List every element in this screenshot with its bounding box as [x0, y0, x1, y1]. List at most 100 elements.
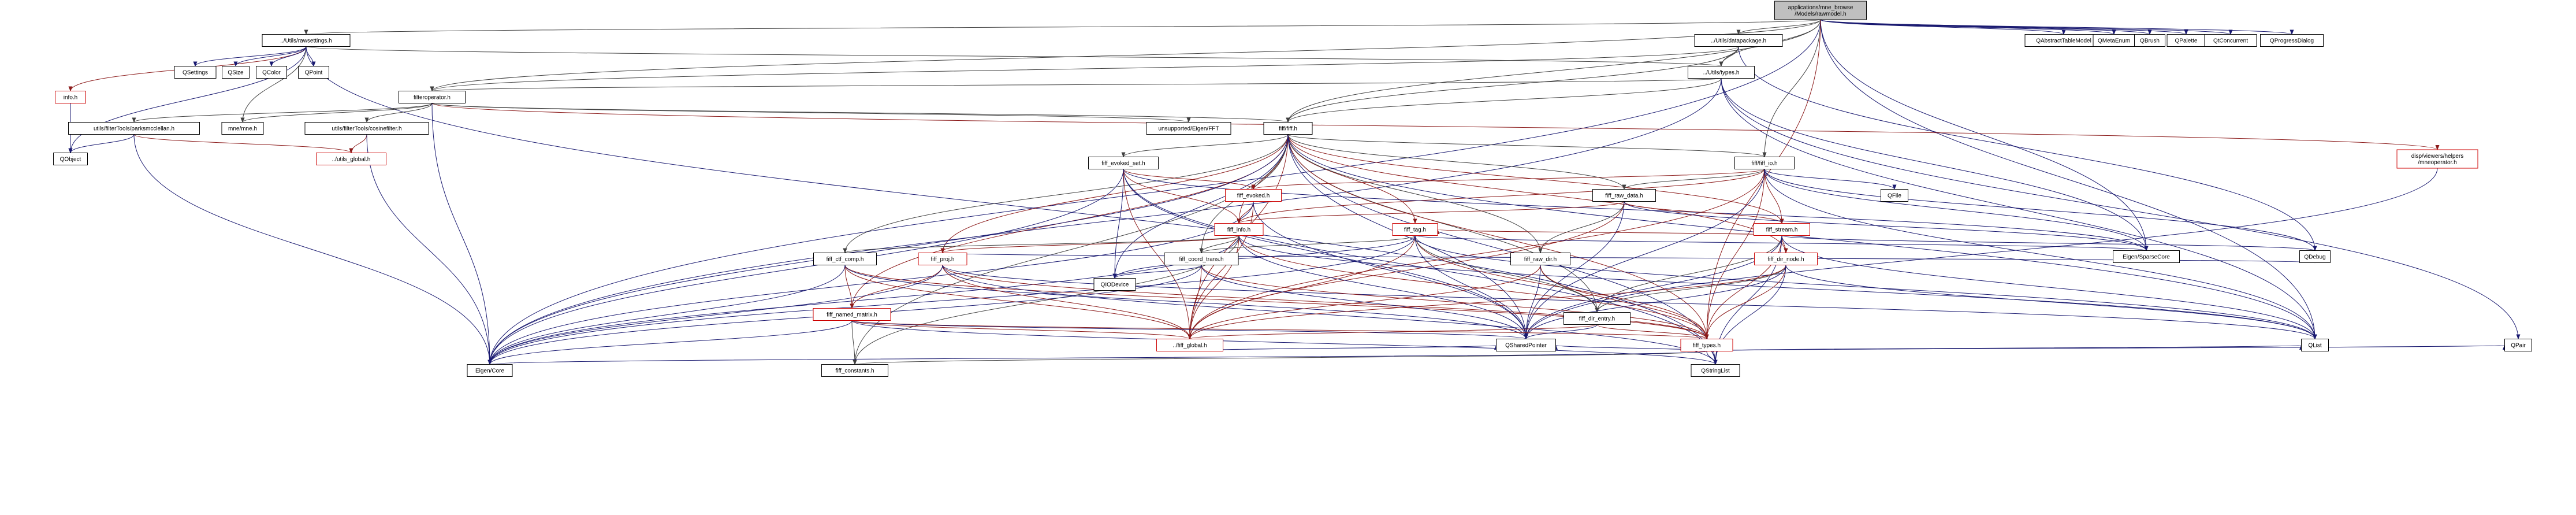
node-fiff_constants[interactable]: fiff_constants.h — [821, 364, 888, 377]
node-qpoint[interactable]: QPoint — [298, 66, 329, 79]
node-qpair[interactable]: QPair — [2504, 339, 2532, 351]
node-fiff_types[interactable]: fiff_types.h — [1680, 339, 1733, 351]
node-eigen_sparsecore[interactable]: Eigen/SparseCore — [2113, 250, 2180, 263]
node-box-fiff_io[interactable] — [1734, 157, 1795, 169]
node-box-fiff_constants[interactable] — [821, 364, 888, 377]
node-box-qsize[interactable] — [222, 66, 250, 79]
node-box-unsupported_fft[interactable] — [1146, 122, 1231, 135]
node-box-utils_global[interactable] — [316, 153, 386, 165]
node-box-fiff_named_matrix[interactable] — [813, 308, 891, 321]
node-qbrush[interactable]: QBrush — [2134, 34, 2165, 47]
node-qsize[interactable]: QSize — [222, 66, 250, 79]
node-box-fiff_ctf_comp[interactable] — [813, 253, 877, 265]
node-box-datapackage[interactable] — [1694, 34, 1783, 47]
node-qpalette[interactable]: QPalette — [2166, 34, 2206, 47]
node-box-qlist[interactable] — [2301, 339, 2329, 351]
edge-fiff_h-to-fiff_types — [1287, 134, 1709, 340]
node-box-utils_types[interactable] — [1688, 66, 1755, 79]
node-fiff_named_matrix[interactable]: fiff_named_matrix.h — [813, 308, 891, 321]
node-utils_global[interactable]: ../utils_global.h — [316, 153, 386, 165]
node-box-fiff_evoked[interactable] — [1225, 189, 1282, 202]
node-qabstracttablemodel[interactable]: QAbstractTableModel — [2024, 34, 2103, 47]
node-qprogressdialog[interactable]: QProgressDialog — [2260, 34, 2324, 47]
node-fiff_tag[interactable]: fiff_tag.h — [1392, 223, 1438, 236]
node-box-fiff_info[interactable] — [1214, 223, 1264, 236]
node-fiff_h[interactable]: fiff/fiff.h — [1263, 122, 1313, 135]
node-box-fiff_tag[interactable] — [1392, 223, 1438, 236]
node-box-qbrush[interactable] — [2134, 34, 2165, 47]
node-parksmcclellan[interactable]: utils/filterTools/parksmcclellan.h — [68, 122, 200, 135]
node-box-fiff_types[interactable] — [1680, 339, 1733, 351]
node-filteroperator[interactable]: filteroperator.h — [399, 91, 466, 103]
node-box-fiff_raw_dir[interactable] — [1510, 253, 1570, 265]
node-eigen_core[interactable]: Eigen/Core — [467, 364, 513, 377]
edge-fiff_io-to-fiff_evoked — [1251, 169, 1765, 190]
node-fiff_raw_data[interactable]: fiff_raw_data.h — [1592, 189, 1656, 202]
node-rawsettings[interactable]: ../Utils/rawsettings.h — [262, 34, 351, 47]
node-box-qfile[interactable] — [1881, 189, 1908, 202]
node-datapackage[interactable]: ../Utils/datapackage.h — [1694, 34, 1783, 47]
node-utils_types[interactable]: ../Utils/types.h — [1688, 66, 1755, 79]
node-box-fiff_h[interactable] — [1263, 122, 1313, 135]
node-box-cosinefilter[interactable] — [304, 122, 429, 135]
node-box-qdebug[interactable] — [2299, 250, 2331, 263]
node-qobject[interactable]: QObject — [53, 153, 88, 165]
node-fiff_raw_dir[interactable]: fiff_raw_dir.h — [1510, 253, 1570, 265]
node-box-mne_h[interactable] — [221, 122, 264, 135]
node-box-fiff_stream[interactable] — [1754, 223, 1810, 236]
node-box-filteroperator[interactable] — [399, 91, 466, 103]
node-box-qiodevice[interactable] — [1093, 278, 1136, 291]
node-fiff_evoked[interactable]: fiff_evoked.h — [1225, 189, 1282, 202]
node-box-rawsettings[interactable] — [262, 34, 351, 47]
node-fiff_proj[interactable]: fiff_proj.h — [918, 253, 967, 265]
node-fiff_global[interactable]: ../fiff_global.h — [1156, 339, 1223, 351]
node-box-fiff_evoked_set[interactable] — [1088, 157, 1159, 169]
node-box-root[interactable] — [1774, 1, 1867, 20]
node-qmetaenum[interactable]: QMetaEnum — [2093, 34, 2135, 47]
node-qtconcurrent[interactable]: QtConcurrent — [2204, 34, 2257, 47]
node-box-qcolor[interactable] — [256, 66, 287, 79]
node-fiff_evoked_set[interactable]: fiff_evoked_set.h — [1088, 157, 1159, 169]
node-box-qobject[interactable] — [53, 153, 88, 165]
node-fiff_coord_trans[interactable]: fiff_coord_trans.h — [1164, 253, 1239, 265]
node-box-mneoperator[interactable] — [2396, 149, 2478, 169]
node-fiff_io[interactable]: fiff/fiff_io.h — [1734, 157, 1795, 169]
node-box-eigen_sparsecore[interactable] — [2113, 250, 2180, 263]
node-qlist[interactable]: QList — [2301, 339, 2329, 351]
node-box-qsettings[interactable] — [174, 66, 217, 79]
node-box-qsharedpointer[interactable] — [1496, 339, 1556, 351]
node-fiff_dir_node[interactable]: fiff_dir_node.h — [1754, 253, 1818, 265]
node-qsettings[interactable]: QSettings — [174, 66, 217, 79]
node-qcolor[interactable]: QColor — [256, 66, 287, 79]
node-unsupported_fft[interactable]: unsupported/Eigen/FFT — [1146, 122, 1231, 135]
node-mneoperator[interactable]: disp/viewers/helpers/mneoperator.h — [2396, 149, 2478, 169]
node-root[interactable]: applications/mne_browse/Models/rawmodel.… — [1774, 1, 1867, 20]
node-box-fiff_proj[interactable] — [918, 253, 967, 265]
node-box-qtconcurrent[interactable] — [2204, 34, 2257, 47]
node-fiff_info[interactable]: fiff_info.h — [1214, 223, 1264, 236]
node-box-info_h[interactable] — [55, 91, 86, 103]
node-fiff_stream[interactable]: fiff_stream.h — [1754, 223, 1810, 236]
node-box-fiff_global[interactable] — [1156, 339, 1223, 351]
node-box-fiff_coord_trans[interactable] — [1164, 253, 1239, 265]
node-qfile[interactable]: QFile — [1881, 189, 1908, 202]
node-label-mneoperator: disp/viewers/helpers — [2411, 153, 2464, 160]
node-qsharedpointer[interactable]: QSharedPointer — [1496, 339, 1556, 351]
node-box-fiff_raw_data[interactable] — [1592, 189, 1656, 202]
node-box-fiff_dir_node[interactable] — [1754, 253, 1818, 265]
node-box-parksmcclellan[interactable] — [68, 122, 200, 135]
node-qiodevice[interactable]: QIODevice — [1093, 278, 1136, 291]
node-fiff_ctf_comp[interactable]: fiff_ctf_comp.h — [813, 253, 877, 265]
node-box-fiff_dir_entry[interactable] — [1564, 312, 1631, 325]
node-fiff_dir_entry[interactable]: fiff_dir_entry.h — [1564, 312, 1631, 325]
node-cosinefilter[interactable]: utils/filterTools/cosinefilter.h — [304, 122, 429, 135]
node-box-qprogressdialog[interactable] — [2260, 34, 2324, 47]
node-qdebug[interactable]: QDebug — [2299, 250, 2331, 263]
node-mne_h[interactable]: mne/mne.h — [221, 122, 264, 135]
node-box-qpair[interactable] — [2504, 339, 2532, 351]
node-box-eigen_core[interactable] — [467, 364, 513, 377]
node-qstringlist[interactable]: QStringList — [1691, 364, 1740, 377]
node-box-qpoint[interactable] — [298, 66, 329, 79]
node-info_h[interactable]: info.h — [55, 91, 86, 103]
node-box-qstringlist[interactable] — [1691, 364, 1740, 377]
